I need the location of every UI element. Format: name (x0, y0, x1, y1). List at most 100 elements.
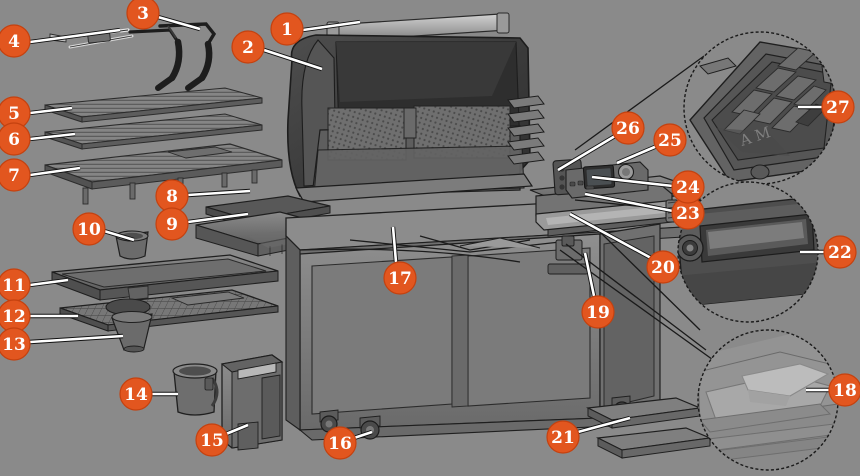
callout-number-22: 22 (828, 243, 852, 263)
callout-1[interactable]: 1 (270, 12, 361, 46)
callout-leader-3 (157, 15, 201, 31)
callout-21[interactable]: 21 (546, 415, 631, 454)
callout-11[interactable]: 11 (0, 268, 69, 302)
callout-15[interactable]: 15 (195, 422, 249, 457)
callout-number-17: 17 (388, 269, 412, 289)
callout-leader-8 (187, 189, 251, 197)
callout-number-21: 21 (551, 428, 575, 448)
callout-number-5: 5 (8, 104, 20, 124)
callout-leader-6 (29, 132, 76, 141)
callout-number-10: 10 (77, 220, 101, 240)
callout-18[interactable]: 18 (806, 373, 860, 407)
callout-badge-17[interactable] (383, 261, 417, 295)
callout-23[interactable]: 23 (584, 191, 705, 230)
part-grease-funnel (111, 311, 153, 353)
callout-badge-3[interactable] (126, 0, 160, 30)
part-upper-grate (44, 87, 263, 123)
callout-leader-2 (263, 48, 323, 71)
callout-14[interactable]: 14 (119, 377, 178, 411)
callout-badge-13[interactable] (0, 327, 31, 361)
callout-number-24: 24 (676, 178, 700, 198)
callout-badge-24[interactable] (671, 170, 705, 204)
callout-20[interactable]: 20 (568, 212, 680, 284)
callout-number-19: 19 (586, 303, 610, 323)
part-waste-bin (220, 354, 284, 451)
callout-badge-16[interactable] (323, 426, 357, 460)
callout-leader-16 (353, 430, 373, 440)
callout-number-15: 15 (200, 431, 224, 451)
callout-leader-23 (584, 192, 674, 213)
callout-number-20: 20 (651, 258, 675, 278)
callout-leader-13 (29, 334, 124, 344)
callout-badge-2[interactable] (231, 30, 265, 64)
callout-13[interactable]: 13 (0, 327, 124, 361)
callout-2[interactable]: 2 (231, 30, 323, 72)
callout-badge-18[interactable] (828, 373, 860, 407)
callout-leader-1 (302, 20, 361, 32)
callout-badge-22[interactable] (823, 235, 857, 269)
callout-badge-27[interactable] (821, 90, 855, 124)
callout-26[interactable]: 26 (556, 111, 645, 172)
part-grill-hood (286, 12, 545, 203)
callout-leader-11 (29, 278, 69, 287)
callout-4[interactable]: 4 (0, 24, 121, 58)
callout-number-2: 2 (242, 38, 254, 58)
callout-leader-24 (591, 175, 674, 188)
callout-number-18: 18 (833, 381, 857, 401)
callout-9[interactable]: 9 (155, 207, 249, 241)
callout-badge-6[interactable] (0, 122, 31, 156)
callout-badge-7[interactable] (0, 158, 31, 192)
callout-badge-25[interactable] (653, 123, 687, 157)
cart-bracing (299, 235, 561, 263)
callout-27[interactable]: 27 (798, 90, 855, 124)
callout-7[interactable]: 7 (0, 158, 81, 192)
callout-leader-17 (391, 226, 398, 263)
callout-badge-15[interactable] (195, 423, 229, 457)
part-middle-grate (44, 113, 263, 150)
callout-number-4: 4 (8, 32, 20, 52)
callout-badge-19[interactable] (581, 295, 615, 329)
callout-17[interactable]: 17 (383, 226, 417, 295)
callout-19[interactable]: 19 (581, 252, 615, 329)
callout-number-11: 11 (2, 276, 26, 296)
callout-leader-15 (225, 423, 249, 436)
callout-leader-21 (577, 416, 631, 434)
callout-24[interactable]: 24 (591, 170, 705, 204)
callout-16[interactable]: 16 (323, 426, 373, 460)
callout-badge-21[interactable] (546, 420, 580, 454)
callout-leader-25 (616, 144, 658, 165)
callout-badge-14[interactable] (119, 377, 153, 411)
callout-badge-1[interactable] (270, 12, 304, 46)
callout-number-13: 13 (2, 335, 26, 355)
callout-badge-20[interactable] (646, 250, 680, 284)
callout-leader-19 (583, 252, 596, 297)
callout-10[interactable]: 10 (72, 212, 135, 246)
callout-8[interactable]: 8 (155, 179, 251, 213)
callout-number-8: 8 (166, 187, 178, 207)
callout-number-25: 25 (658, 131, 682, 151)
callout-leader-20 (569, 212, 652, 260)
callout-22[interactable]: 22 (800, 235, 857, 269)
callout-number-14: 14 (124, 385, 148, 405)
callout-leader-26 (557, 134, 616, 172)
callout-badge-4[interactable] (0, 24, 31, 58)
callout-badge-26[interactable] (611, 111, 645, 145)
callout-badge-10[interactable] (72, 212, 106, 246)
callout-6[interactable]: 6 (0, 122, 76, 156)
part-grease-bucket (172, 363, 219, 416)
callout-3[interactable]: 3 (126, 0, 201, 32)
callout-leader-7 (29, 166, 81, 177)
callout-number-12: 12 (2, 307, 26, 327)
callout-25[interactable]: 25 (616, 123, 687, 166)
callout-number-3: 3 (137, 4, 149, 24)
detail-view-22 (677, 181, 819, 323)
callout-number-1: 1 (281, 20, 293, 40)
callout-leader-4 (29, 28, 121, 44)
callout-badge-9[interactable] (155, 207, 189, 241)
callout-number-9: 9 (166, 215, 178, 235)
callout-number-23: 23 (676, 204, 700, 224)
callout-leader-10 (103, 229, 135, 242)
